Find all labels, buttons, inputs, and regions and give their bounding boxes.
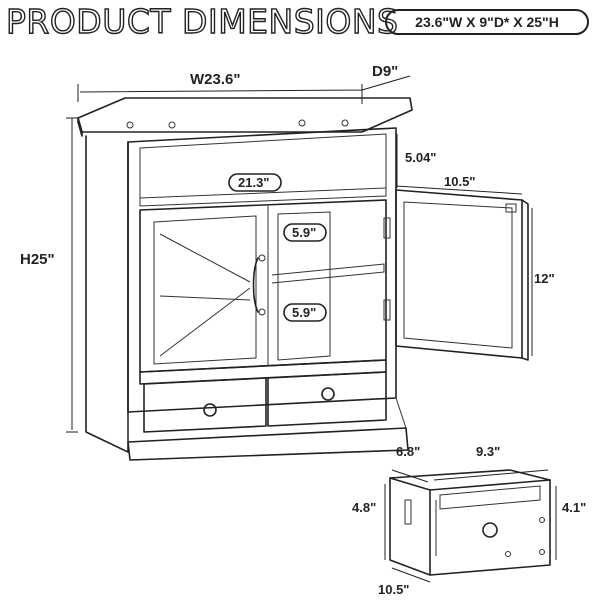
width-label: W23.6": [190, 71, 240, 88]
drawer-front-width-label: 10.5": [378, 582, 409, 597]
drawer-depth-label: 6.8": [396, 444, 420, 459]
heading: PRODUCT DIMENSIONS: [5, 1, 399, 41]
dimension-summary-badge: 23.6"W X 9"D* X 25"H: [385, 9, 589, 35]
dimension-lines: [66, 75, 557, 583]
inner-width-label: 21.3": [238, 175, 269, 190]
inner-width-badge: [228, 173, 282, 192]
drawer-inner-height-label: 4.1": [562, 500, 586, 515]
upper-shelf-gap-badge: [283, 223, 327, 242]
lower-shelf-gap-label: 5.9": [292, 305, 316, 320]
door-height-label: 12": [534, 271, 555, 286]
drawer-front-height-label: 4.8": [352, 500, 376, 515]
lower-shelf-gap-badge: [283, 303, 327, 322]
drawer-illustration: [389, 469, 551, 576]
drawer-inner-width-label: 9.3": [476, 444, 500, 459]
door-width-label: 10.5": [444, 174, 475, 189]
open-door: [395, 189, 529, 361]
height-label: H25": [20, 251, 55, 268]
depth-label: D9": [372, 63, 398, 80]
upper-shelf-gap-label: 5.9": [292, 225, 316, 240]
cabinet-body: [77, 97, 413, 461]
top-shelf-height-label: 5.04": [405, 150, 436, 165]
